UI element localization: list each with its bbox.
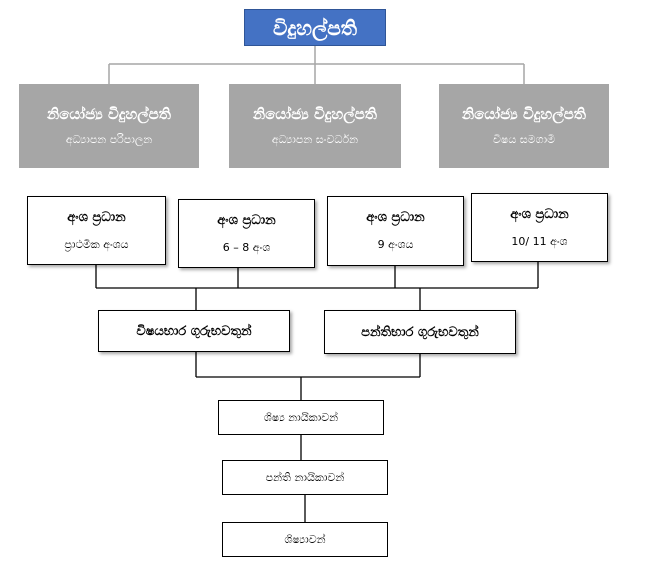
section-subtitle: ප්‍රාථමික අංශය — [64, 237, 129, 251]
subject-teachers-box: විෂයභාර ගුරුභවතුන් — [98, 310, 290, 352]
deputy-box-administration: නියෝජ්‍ය විදුහල්පති අධ්‍යාපන පරිපාලන — [19, 84, 199, 168]
deputy-title: නියෝජ්‍ය විදුහල්පති — [47, 105, 171, 123]
student-leaders-box: ශිෂ්‍ය නායිකාවන් — [218, 400, 384, 435]
deputy-box-cocurricular: නියෝජ්‍ය විදුහල්පති විෂය සමගාමී — [439, 84, 609, 168]
section-title: අංශ ප්‍රධාන — [67, 209, 126, 225]
class-leaders-label: පන්ති නායිකාවන් — [265, 470, 345, 484]
class-teachers-label: පන්තිභාර ගුරුභවතුන් — [361, 324, 479, 340]
section-head-grade-9: අංශ ප්‍රධාන 9 අංශය — [327, 196, 464, 266]
section-title: අංශ ප්‍රධාන — [366, 210, 425, 225]
section-subtitle: 9 අංශය — [377, 238, 414, 251]
section-subtitle: 6 – 8 අංශ — [222, 240, 271, 254]
class-teachers-box: පන්තිභාර ගුරුභවතුන් — [324, 310, 516, 354]
section-head-primary: අංශ ප්‍රධාන ප්‍රාථමික අංශය — [27, 196, 166, 265]
section-head-grades-10-11: අංශ ප්‍රධාන 10/ 11 අංශ — [471, 193, 608, 262]
section-title: අංශ ප්‍රධාන — [510, 206, 569, 222]
deputy-subtitle: විෂය සමගාමී — [493, 133, 555, 146]
deputy-title: නියෝජ්‍ය විදුහල්පති — [462, 105, 586, 123]
class-leaders-box: පන්ති නායිකාවන් — [222, 460, 388, 495]
section-title: අංශ ප්‍රධාන — [217, 212, 276, 228]
principal-label: විදුහල්පති — [272, 15, 358, 40]
section-subtitle: 10/ 11 අංශ — [511, 234, 568, 248]
deputy-box-development: නියෝජ්‍ය විදුහල්පති අධ්‍යාපන සංවර්ධන — [229, 84, 401, 168]
deputy-subtitle: අධ්‍යාපන සංවර්ධන — [271, 133, 359, 146]
students-label: ශිෂ්‍යාවන් — [284, 532, 326, 546]
students-box: ශිෂ්‍යාවන් — [222, 522, 388, 557]
deputy-subtitle: අධ්‍යාපන පරිපාලන — [65, 133, 153, 146]
subject-teachers-label: විෂයභාර ගුරුභවතුන් — [136, 323, 252, 339]
deputy-title: නියෝජ්‍ය විදුහල්පති — [253, 105, 377, 123]
section-head-grades-6-8: අංශ ප්‍රධාන 6 – 8 අංශ — [178, 199, 315, 268]
principal-box: විදුහල්පති — [244, 9, 386, 46]
student-leaders-label: ශිෂ්‍ය නායිකාවන් — [263, 410, 339, 424]
